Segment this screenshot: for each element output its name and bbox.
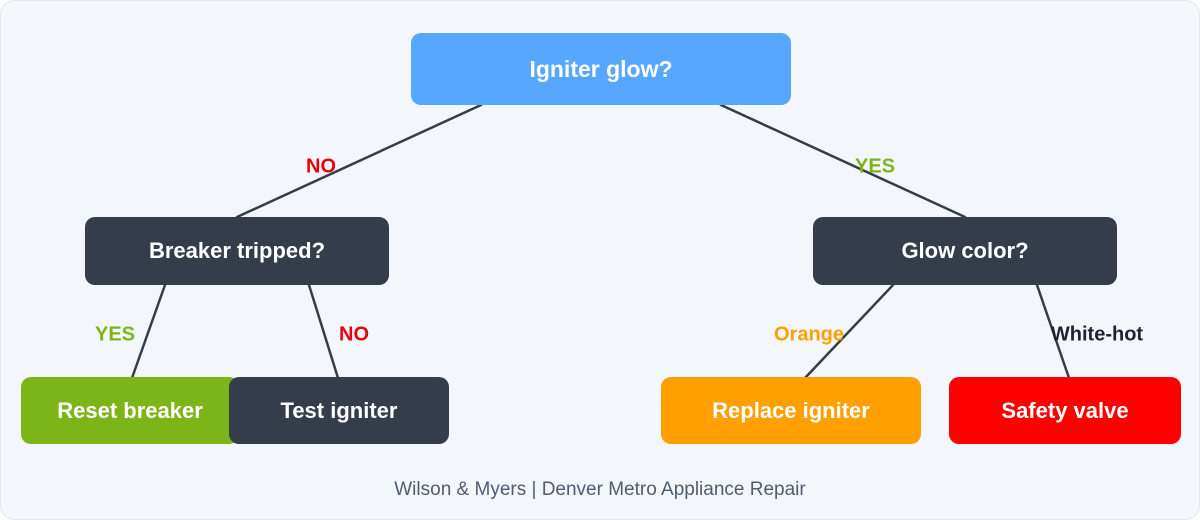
node-reset-breaker: Reset breaker xyxy=(21,377,239,444)
edge-label-root-yes: YES xyxy=(854,155,896,178)
edge-label-breaker-yes: YES xyxy=(94,323,136,346)
node-safety-valve: Safety valve xyxy=(949,377,1181,444)
footer-business-name: Wilson & Myers | Denver Metro Appliance … xyxy=(394,479,806,500)
node-breaker-tripped: Breaker tripped? xyxy=(85,217,389,285)
edge-label-glow-white: White-hot xyxy=(1050,323,1144,346)
connector-root-to-glow-color xyxy=(719,103,967,219)
node-test-igniter: Test igniter xyxy=(229,377,449,444)
connector-glow-to-replace xyxy=(803,283,895,380)
node-igniter-glow: Igniter glow? xyxy=(411,33,791,105)
edge-label-breaker-no: NO xyxy=(339,323,369,346)
edge-label-root-no: NO xyxy=(306,155,336,178)
connector-glow-to-safety xyxy=(1035,283,1071,380)
connector-breaker-to-reset xyxy=(130,283,167,380)
node-glow-color: Glow color? xyxy=(813,217,1117,285)
node-replace-igniter: Replace igniter xyxy=(661,377,921,444)
connector-breaker-to-test xyxy=(307,283,340,380)
connector-root-to-breaker xyxy=(235,103,483,219)
edge-label-glow-orange: Orange xyxy=(773,323,845,346)
